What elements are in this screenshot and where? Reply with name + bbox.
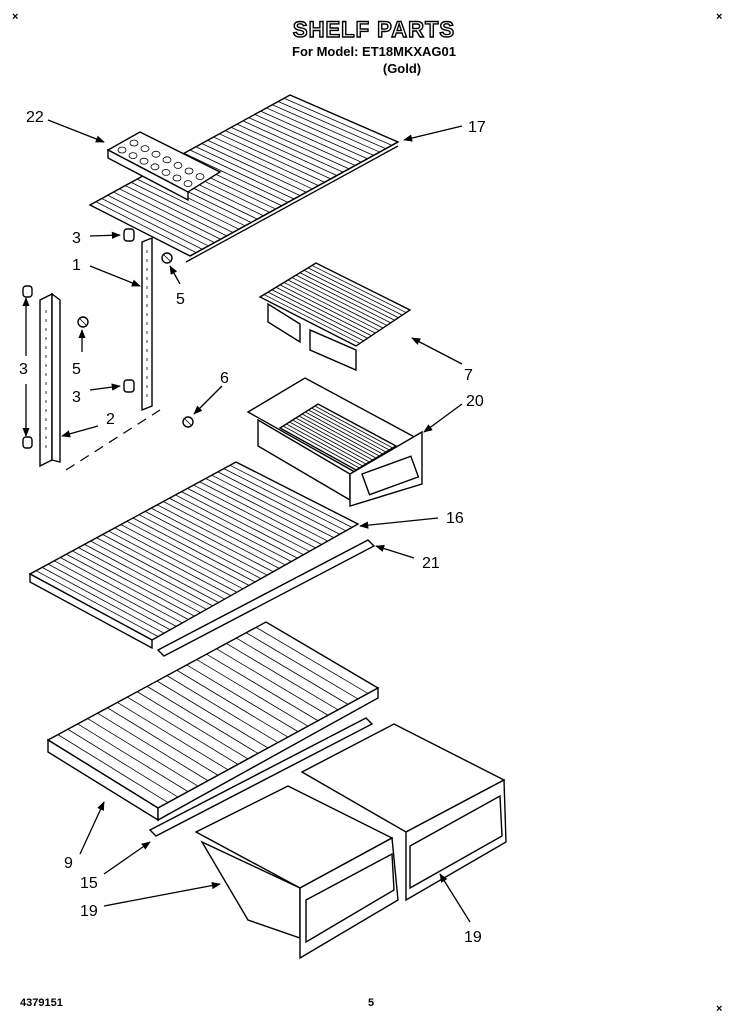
callout-22: 22 [26,109,44,126]
part-1-shelf-ladder-right [141,236,153,412]
part-21-trim [156,539,376,657]
part-20-meat-pan [246,377,423,507]
document-number: 4379151 [20,997,63,1009]
callout-15: 15 [80,875,98,892]
part-16-main-wire-shelf [28,461,360,650]
callout-2: 2 [106,411,115,428]
page-title: SHELF PARTS [293,17,455,42]
callout-5-left: 5 [72,361,81,378]
callout-labels: 22 17 3 1 5 3 5 3 6 2 7 20 16 21 9 15 19… [19,109,486,946]
part-15-trim [148,717,374,837]
callout-16: 16 [446,510,464,527]
callout-9: 9 [64,855,73,872]
corner-mark-top-left: × [12,11,18,23]
callout-3-left: 3 [19,361,28,378]
callout-20: 20 [466,393,484,410]
part-6-screw [182,416,194,428]
part-3-clips [22,228,135,449]
callout-19-left: 19 [80,903,98,920]
part-17-top-wire-shelf [88,94,400,263]
part-5-screws [77,252,173,328]
leader-lines [22,119,471,923]
callout-19-right: 19 [464,929,482,946]
corner-mark-top-right: × [716,11,722,23]
callout-6: 6 [220,370,229,387]
part-7-small-shelf [258,262,412,372]
color-line: (Gold) [383,61,421,76]
part-22-ice-tray [106,131,222,202]
part-2-shelf-ladder-left [39,292,61,468]
part-9-crisper-cover [46,621,380,822]
callout-3-bottom: 3 [72,389,81,406]
callout-7: 7 [464,367,473,384]
corner-mark-bottom-right: × [716,1003,722,1015]
callout-5-right: 5 [176,291,185,308]
part-19-crisper-drawer-right [300,723,507,902]
part-19-crisper-drawer-left [194,785,399,960]
model-line: For Model: ET18MKXAG01 [292,44,456,59]
callout-1: 1 [72,257,81,274]
callout-3-top: 3 [72,230,81,247]
page-number: 5 [368,997,374,1009]
callout-21: 21 [422,555,440,572]
callout-17: 17 [468,119,486,136]
